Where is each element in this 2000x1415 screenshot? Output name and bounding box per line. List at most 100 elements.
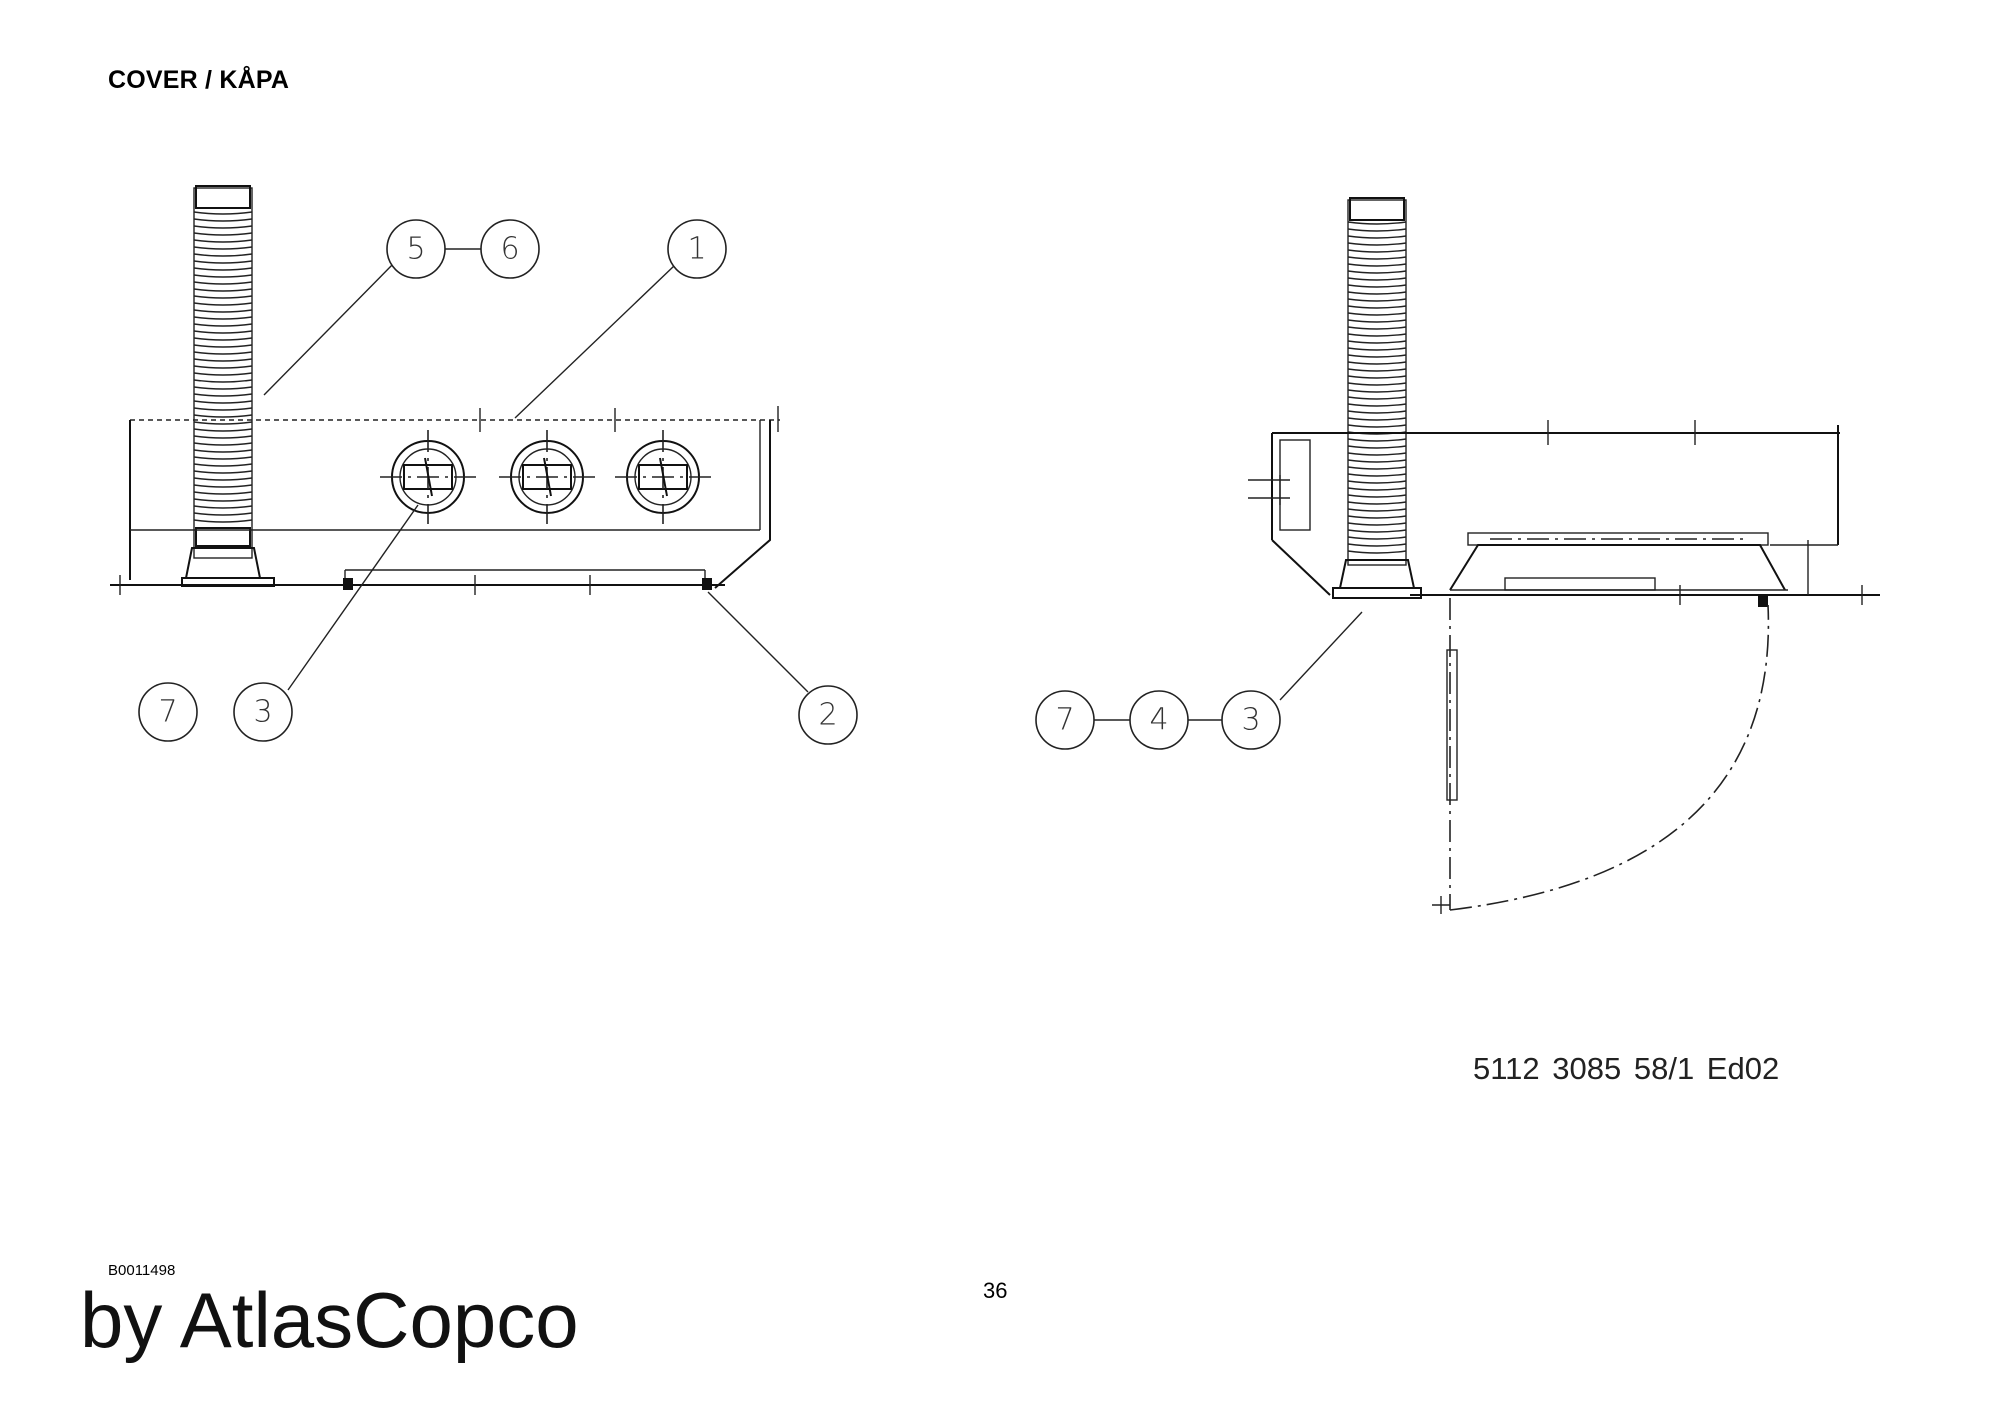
document-id: B0011498 <box>108 1262 176 1279</box>
brand-text: by AtlasCopco <box>80 1276 579 1364</box>
hose-rib <box>1347 480 1407 484</box>
hose-rib <box>1347 354 1407 358</box>
hose-rib <box>1347 543 1407 547</box>
hose-rib <box>1347 242 1407 246</box>
hose-rib <box>1347 438 1407 442</box>
hose-rib <box>1347 305 1407 309</box>
side-view <box>1094 197 1880 914</box>
hose-rib <box>193 442 253 446</box>
hose-rib <box>1347 424 1407 428</box>
hose-rib <box>1347 291 1407 295</box>
page-title: COVER / KÅPA <box>108 66 290 94</box>
svg-text:1: 1 <box>687 232 706 267</box>
hose-rib <box>1347 508 1407 512</box>
hose-rib <box>193 414 253 418</box>
hose-rib <box>193 211 253 215</box>
hose-rib <box>193 260 253 264</box>
side-hose <box>1332 197 1422 599</box>
svg-text:5: 5 <box>406 232 425 267</box>
hose-rib <box>1347 312 1407 316</box>
hose-rib <box>1347 403 1407 407</box>
hose-rib <box>193 218 253 222</box>
hose-rib <box>1347 452 1407 456</box>
hose-rib <box>1347 410 1407 414</box>
hose-rib <box>193 358 253 362</box>
drawing-number: 5112 3085 58/1 Ed02 <box>1473 1051 1780 1086</box>
hose-rib <box>193 323 253 327</box>
hose-rib <box>1347 256 1407 260</box>
callout-side-4: 4 <box>1129 690 1189 750</box>
svg-text:7: 7 <box>1055 703 1074 738</box>
callout-7: 7 <box>138 682 198 742</box>
hose-rib <box>1347 284 1407 288</box>
hose-rib <box>1347 522 1407 526</box>
hose-rib <box>193 337 253 341</box>
hose-rib <box>1347 221 1407 225</box>
hose-rib <box>1347 487 1407 491</box>
hose-rib <box>193 351 253 355</box>
hose-rib <box>193 407 253 411</box>
svg-text:3: 3 <box>1241 703 1260 738</box>
hose-rib <box>193 281 253 285</box>
hose-rib <box>1347 501 1407 505</box>
page-number: 36 <box>983 1278 1008 1303</box>
hose-rib <box>193 519 253 523</box>
hose-rib <box>193 253 253 257</box>
hose-rib <box>193 274 253 278</box>
hose-rib <box>193 232 253 236</box>
hose-rib <box>193 309 253 313</box>
callout-side-3: 3 <box>1221 690 1281 750</box>
hose-rib <box>193 491 253 495</box>
hose-rib <box>193 344 253 348</box>
hose-rib <box>1347 459 1407 463</box>
callout-1: 1 <box>667 219 727 279</box>
hose-rib <box>193 421 253 425</box>
callout-6: 6 <box>480 219 540 279</box>
hose-rib <box>193 505 253 509</box>
hose-rib <box>193 295 253 299</box>
front-port-3 <box>615 430 711 524</box>
hose-rib <box>1347 396 1407 400</box>
svg-text:3: 3 <box>253 695 272 730</box>
callout-2: 2 <box>798 685 858 745</box>
hose-rib <box>1347 417 1407 421</box>
hose-rib <box>1347 298 1407 302</box>
hose-rib <box>1347 361 1407 365</box>
hose-rib <box>1347 319 1407 323</box>
front-cover-body <box>110 406 780 595</box>
front-view <box>110 185 809 713</box>
hose-rib <box>1347 382 1407 386</box>
hose-rib <box>193 386 253 390</box>
svg-text:4: 4 <box>1149 703 1168 738</box>
front-port-1 <box>380 430 476 524</box>
hose-rib <box>1347 333 1407 337</box>
hose-rib <box>1347 466 1407 470</box>
front-port-2 <box>499 430 595 524</box>
hose-rib <box>1347 515 1407 519</box>
hose-rib <box>193 267 253 271</box>
hose-rib <box>193 393 253 397</box>
svg-text:2: 2 <box>818 698 837 733</box>
hose-rib <box>193 428 253 432</box>
hose-rib <box>193 372 253 376</box>
hose-rib <box>1347 249 1407 253</box>
hose-rib <box>1347 270 1407 274</box>
svg-text:6: 6 <box>500 232 519 267</box>
hose-rib <box>1347 368 1407 372</box>
hose-rib <box>193 512 253 516</box>
front-hose <box>181 185 275 587</box>
hose-rib <box>193 365 253 369</box>
hose-rib <box>193 463 253 467</box>
callout-3: 3 <box>233 682 293 742</box>
hose-rib <box>1347 529 1407 533</box>
hose-rib <box>193 225 253 229</box>
hose-rib <box>193 288 253 292</box>
hose-rib <box>193 484 253 488</box>
hose-rib <box>1347 235 1407 239</box>
hose-rib <box>193 477 253 481</box>
hose-rib <box>1347 347 1407 351</box>
hose-rib <box>193 239 253 243</box>
hose-rib <box>1347 389 1407 393</box>
callout-side-7: 7 <box>1035 690 1095 750</box>
